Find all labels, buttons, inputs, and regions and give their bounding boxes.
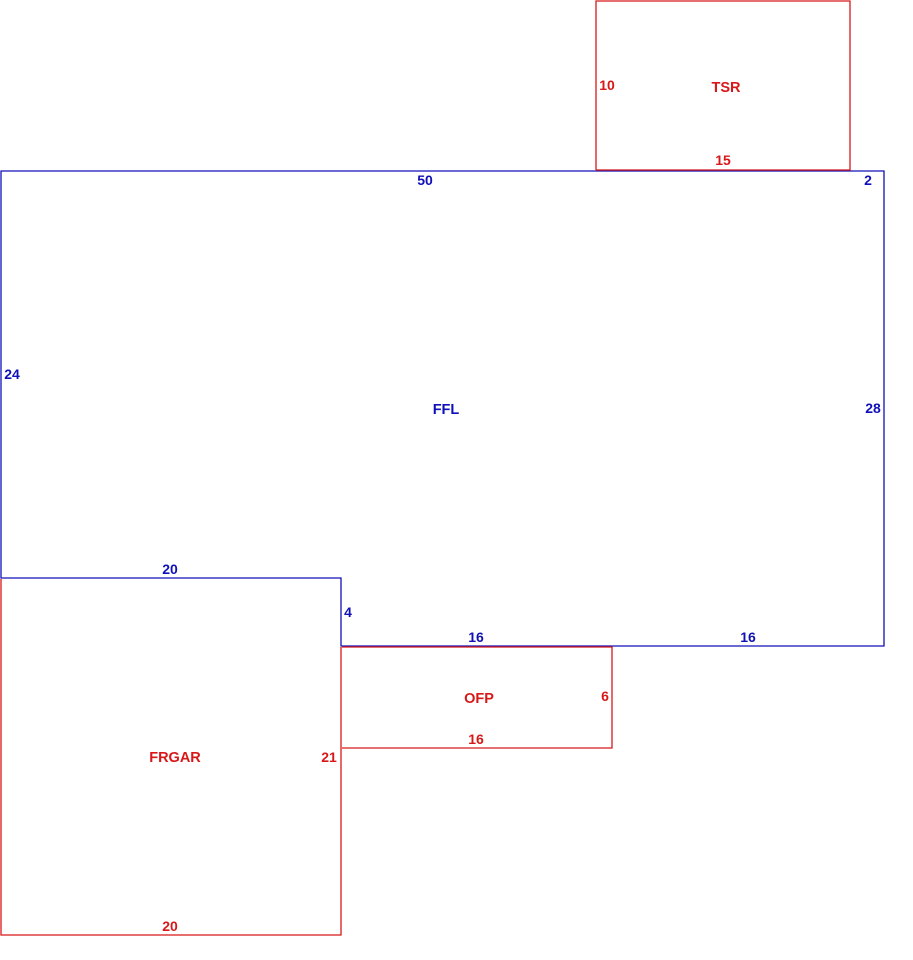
tsr-dim-left: 10 bbox=[599, 77, 615, 93]
frgar-outline bbox=[0, 579, 342, 936]
ffl-area-label: FFL bbox=[433, 402, 460, 418]
ffl-outline bbox=[0, 170, 885, 647]
ffl-dim-bottom-mid: 16 bbox=[468, 629, 484, 645]
frgar-dim-bottom: 20 bbox=[162, 918, 178, 934]
tsr-dim-bottom: 15 bbox=[715, 152, 731, 168]
ffl-dim-bottom-left: 20 bbox=[162, 561, 178, 577]
tsr-outline bbox=[595, 0, 851, 171]
ofp-dim-right: 6 bbox=[601, 688, 609, 704]
ffl-dim-top: 50 bbox=[417, 172, 433, 188]
ffl-dim-right: 28 bbox=[865, 400, 881, 416]
frgar-area-label: FRGAR bbox=[149, 750, 201, 766]
tsr-area-label: TSR bbox=[712, 80, 742, 96]
frgar-dim-right: 21 bbox=[321, 749, 337, 765]
ofp-dim-bottom: 16 bbox=[468, 731, 484, 747]
ofp-area-label: OFP bbox=[464, 691, 494, 707]
ffl-dim-notch: 4 bbox=[344, 604, 352, 620]
ffl-dim-left: 24 bbox=[4, 366, 20, 382]
ffl-dim-bottom-right: 16 bbox=[740, 629, 756, 645]
ofp-outline bbox=[342, 646, 613, 749]
ffl-dim-top-right-step: 2 bbox=[864, 172, 872, 188]
